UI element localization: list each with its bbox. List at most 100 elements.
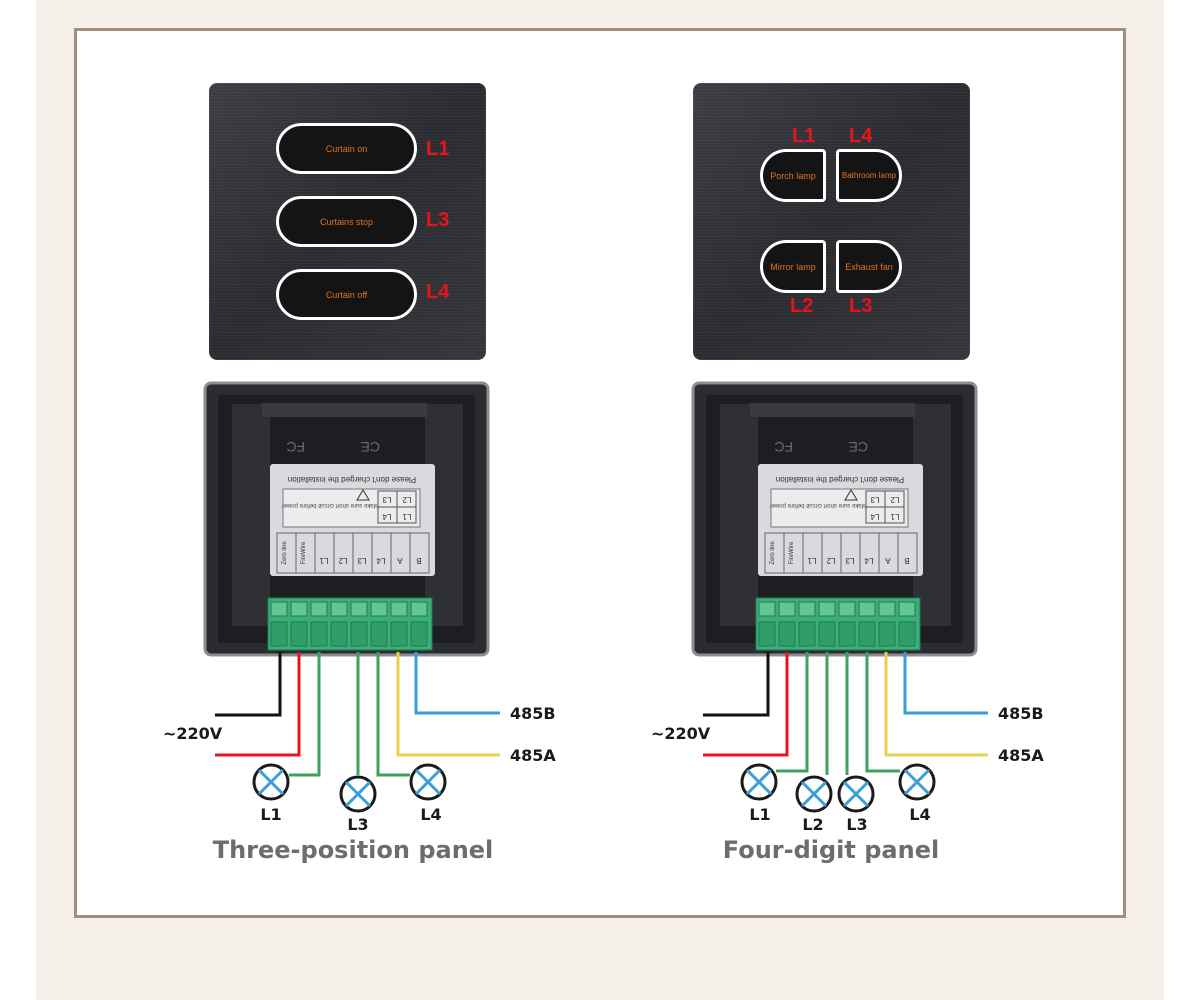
terminal-label-a: A bbox=[397, 556, 403, 565]
warning-text: Make sure short circuit before power bbox=[281, 502, 378, 508]
side-rail bbox=[720, 404, 758, 626]
button-label: Curtain off bbox=[325, 289, 368, 300]
485a-label: 485A bbox=[998, 746, 1044, 765]
button-label: Curtain on bbox=[325, 143, 368, 154]
legend-l4: L4 bbox=[382, 512, 391, 521]
legend-l2: L2 bbox=[890, 495, 899, 504]
terminal-label-a: A bbox=[885, 556, 891, 565]
terminal-label-l3: L3 bbox=[845, 556, 854, 565]
button-tag-l4: L4 bbox=[849, 125, 873, 147]
curtains-stop-button[interactable]: Curtains stop bbox=[276, 196, 417, 247]
ce-mark: CE bbox=[849, 439, 868, 455]
wiring-diagram-right: FC CE Please don't charged the installat… bbox=[651, 381, 1044, 834]
wires bbox=[703, 652, 988, 775]
terminal-label-l4: L4 bbox=[376, 556, 385, 565]
485a-label: 485A bbox=[510, 746, 556, 765]
four-digit-unit: L1 L4 Porch lamp Bathroom lamp Mirror la… bbox=[600, 0, 1200, 1000]
fcc-mark: FC bbox=[286, 439, 305, 455]
four-digit-back-module: FC CE Please don't charged the installat… bbox=[600, 0, 1200, 1000]
terminal-label-l2: L2 bbox=[826, 556, 835, 565]
wire-a bbox=[396, 652, 500, 757]
bathroom-lamp-button[interactable]: Bathroom lamp bbox=[836, 149, 902, 202]
button-label: Bathroom lamp bbox=[841, 171, 897, 180]
button-label: Curtains stop bbox=[319, 216, 374, 227]
lamp-l2-icon bbox=[795, 775, 833, 813]
three-position-unit: Curtain on L1 Curtains stop L3 Curtain o… bbox=[163, 83, 556, 864]
lamp-label-l1: L1 bbox=[260, 805, 281, 824]
button-label: Exhaust fan bbox=[845, 261, 893, 272]
lamp-l1-icon bbox=[740, 763, 778, 801]
wire-zero bbox=[703, 652, 770, 717]
four-digit-caption: Four-digit panel bbox=[722, 836, 940, 864]
wiring-diagram-left: FC CE Please don't charged the installat… bbox=[163, 381, 556, 834]
lamp-label-l4: L4 bbox=[420, 805, 441, 824]
three-position-front-panel: Curtain on L1 Curtains stop L3 Curtain o… bbox=[209, 83, 486, 360]
lamp-label-l3: L3 bbox=[347, 815, 368, 834]
lamp-label-l2: L2 bbox=[802, 815, 823, 834]
exhaust-fan-button[interactable]: Exhaust fan bbox=[836, 240, 902, 293]
button-tag-l3: L3 bbox=[849, 295, 873, 317]
wire-a bbox=[884, 652, 988, 757]
legend-l3: L3 bbox=[870, 495, 879, 504]
top-rail bbox=[750, 403, 915, 417]
wire-fire bbox=[703, 652, 789, 757]
terminal-label-l2: L2 bbox=[338, 556, 347, 565]
four-digit-front-panel: L1 L4 Porch lamp Bathroom lamp Mirror la… bbox=[693, 83, 970, 360]
button-label: Mirror lamp bbox=[770, 261, 816, 272]
three-position-caption: Three-position panel bbox=[212, 836, 494, 864]
terminal-label-b: B bbox=[416, 556, 421, 565]
terminal-label-row: Zero line FireWire L1 L2 L3 L4 A B bbox=[276, 532, 430, 574]
fcc-mark: FC bbox=[774, 439, 793, 455]
button-tag-l2: L2 bbox=[790, 295, 814, 317]
terminal-label-fire: FireWire bbox=[301, 541, 307, 564]
curtain-on-button[interactable]: Curtain on bbox=[276, 123, 417, 174]
button-tag-l4: L4 bbox=[426, 281, 450, 303]
lamp-l1-icon bbox=[252, 763, 290, 801]
legend-l2: L2 bbox=[402, 495, 411, 504]
warning-triangle bbox=[356, 489, 370, 501]
terminal-block bbox=[755, 597, 921, 651]
mirror-lamp-button[interactable]: Mirror lamp bbox=[760, 240, 826, 293]
button-tag-l3: L3 bbox=[426, 209, 450, 231]
install-notice: Please don't charged the installation bbox=[776, 475, 904, 484]
three-position-back-module: FC CE Please don't charged the installat… bbox=[163, 381, 556, 834]
power-label: ~220V bbox=[163, 724, 223, 743]
wire-l4 bbox=[865, 652, 900, 773]
terminal-label-zero: Zero line bbox=[770, 541, 776, 565]
wire-l1 bbox=[289, 652, 321, 777]
lamp-l4-icon bbox=[898, 763, 936, 801]
lamp-label-l4: L4 bbox=[909, 805, 930, 824]
side-rail bbox=[232, 404, 270, 626]
wire-l4 bbox=[376, 652, 410, 777]
485b-label: 485B bbox=[998, 704, 1044, 723]
terminal-label-l4: L4 bbox=[864, 556, 873, 565]
terminal-label-row: Zero line FireWire L1 L2 L3 L4 A B bbox=[764, 532, 918, 574]
lamp-label-l1: L1 bbox=[749, 805, 770, 824]
wire-fire bbox=[215, 652, 301, 757]
porch-lamp-button[interactable]: Porch lamp bbox=[760, 149, 826, 202]
lamp-l3-icon bbox=[837, 775, 875, 813]
terminal-label-zero: Zero line bbox=[282, 541, 288, 565]
warning-triangle bbox=[844, 489, 858, 501]
terminal-label-l3: L3 bbox=[357, 556, 366, 565]
terminal-block bbox=[267, 597, 433, 651]
install-notice: Please don't charged the installation bbox=[288, 475, 416, 484]
button-tag-l1: L1 bbox=[426, 138, 450, 160]
wire-zero bbox=[215, 652, 282, 717]
terminal-label-l1: L1 bbox=[807, 556, 816, 565]
wires bbox=[215, 652, 500, 777]
wire-b bbox=[903, 652, 988, 715]
button-tag-l1: L1 bbox=[792, 125, 816, 147]
legend-l4: L4 bbox=[870, 512, 879, 521]
curtain-off-button[interactable]: Curtain off bbox=[276, 269, 417, 320]
top-rail bbox=[262, 403, 427, 417]
warning-text: Make sure short circuit before power bbox=[769, 502, 866, 508]
power-label: ~220V bbox=[651, 724, 711, 743]
terminal-label-b: B bbox=[904, 556, 909, 565]
wire-l1 bbox=[776, 652, 809, 773]
legend-l1: L1 bbox=[890, 512, 899, 521]
terminal-label-fire: FireWire bbox=[789, 541, 795, 564]
legend-l3: L3 bbox=[382, 495, 391, 504]
lamp-label-l3: L3 bbox=[846, 815, 867, 834]
terminal-label-l1: L1 bbox=[319, 556, 328, 565]
